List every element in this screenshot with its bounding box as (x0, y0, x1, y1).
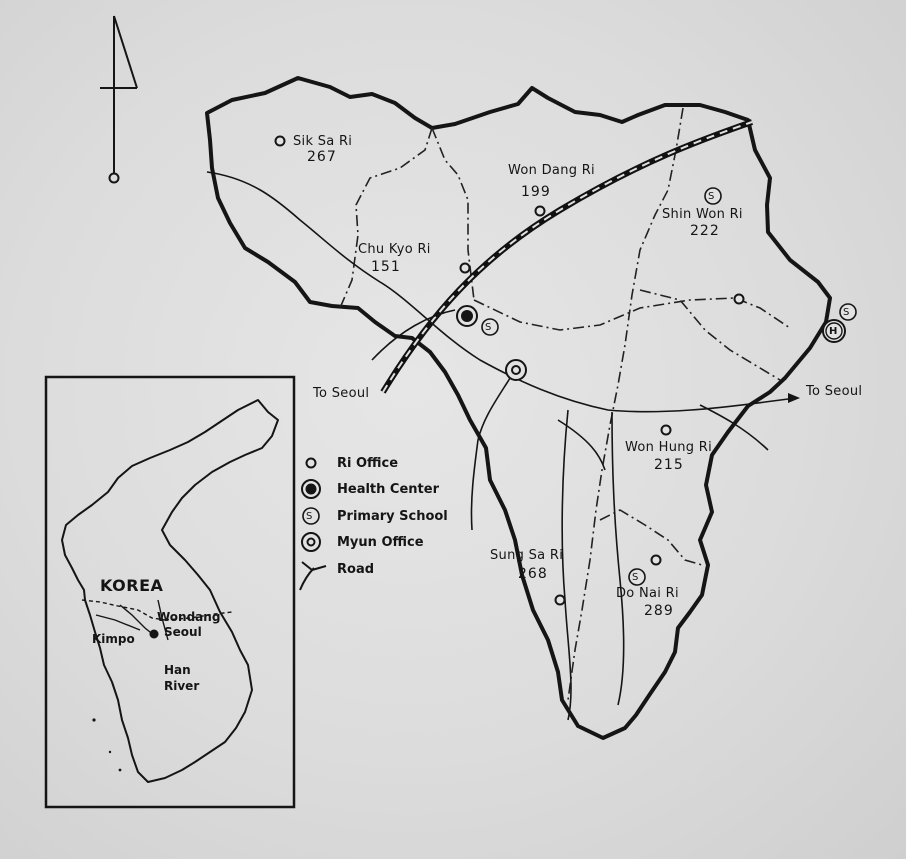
inset-seoul-label: Seoul (164, 625, 202, 639)
ri-office-marker (554, 594, 566, 606)
inset-frame (44, 375, 296, 809)
village-value-do-nai-ri: 289 (644, 603, 674, 619)
road-icon (299, 561, 327, 591)
primary-school-marker (704, 187, 722, 205)
ri-office-marker (733, 293, 745, 305)
village-label-chu-kyo-ri: Chu Kyo Ri (358, 242, 431, 257)
health-subcenter-marker (822, 319, 846, 343)
inset-islands (92, 718, 122, 772)
primary-school-icon (302, 507, 320, 525)
legend-road: Road (337, 562, 375, 577)
district-boundary (205, 76, 832, 740)
primary-school-marker (628, 568, 646, 586)
railway-line (380, 119, 753, 394)
village-label-shin-won-ri: Shin Won Ri (662, 207, 743, 222)
ri-office-marker (459, 262, 471, 274)
school-letter: S (485, 322, 492, 333)
korea-outline (61, 399, 279, 783)
inset-country-label: KOREA (100, 576, 164, 595)
village-value-chu-kyo-ri: 151 (371, 259, 401, 275)
myun-office-marker (505, 359, 527, 381)
village-value-sung-sa-ri: 268 (518, 566, 548, 582)
ri-office-markers (274, 135, 745, 606)
road-label-east: To Seoul (806, 384, 863, 399)
ri-office-marker (660, 424, 672, 436)
village-value-shin-won-ri: 222 (690, 223, 720, 239)
school-letter: S (306, 511, 313, 522)
legend-ri-office: Ri Office (337, 456, 399, 471)
east-road-arrow-icon (788, 393, 800, 403)
village-label-won-hung-ri: Won Hung Ri (625, 440, 713, 455)
legend-health-center: Health Center (337, 482, 439, 497)
ri-boundaries (339, 107, 791, 701)
school-letter: S (632, 572, 639, 583)
health-letter: H (829, 326, 838, 337)
health-center-marker (456, 305, 478, 327)
road-label-west: To Seoul (313, 386, 370, 401)
ri-office-icon (305, 457, 317, 469)
primary-school-marker (839, 303, 857, 321)
school-letter: S (843, 307, 850, 318)
seoul-marker (149, 629, 159, 639)
inset-kimpo-label: Kimpo (92, 632, 135, 646)
village-value-won-dang-ri: 199 (521, 184, 551, 200)
inset-han-label: Han (164, 663, 191, 677)
village-value-sik-sa-ri: 267 (307, 149, 337, 165)
inset-river-label: River (164, 679, 200, 693)
village-label-sung-sa-ri: Sung Sa Ri (490, 548, 564, 563)
north-arrow-icon (100, 15, 138, 184)
village-label-sik-sa-ri: Sik Sa Ri (293, 134, 353, 149)
ri-office-marker (650, 554, 662, 566)
village-value-won-hung-ri: 215 (654, 457, 684, 473)
legend-primary-school: Primary School (337, 509, 448, 524)
ri-office-marker (274, 135, 286, 147)
village-label-do-nai-ri: Do Nai Ri (616, 586, 679, 601)
village-label-won-dang-ri: Won Dang Ri (508, 163, 595, 178)
ri-office-marker (534, 205, 546, 217)
legend-myun-office: Myun Office (337, 535, 424, 550)
primary-school-marker (481, 318, 499, 336)
inset-wondang-label: Wondang (157, 610, 221, 624)
school-letter: S (708, 191, 715, 202)
primary-school-markers (481, 187, 857, 586)
legend-symbols (299, 457, 327, 591)
